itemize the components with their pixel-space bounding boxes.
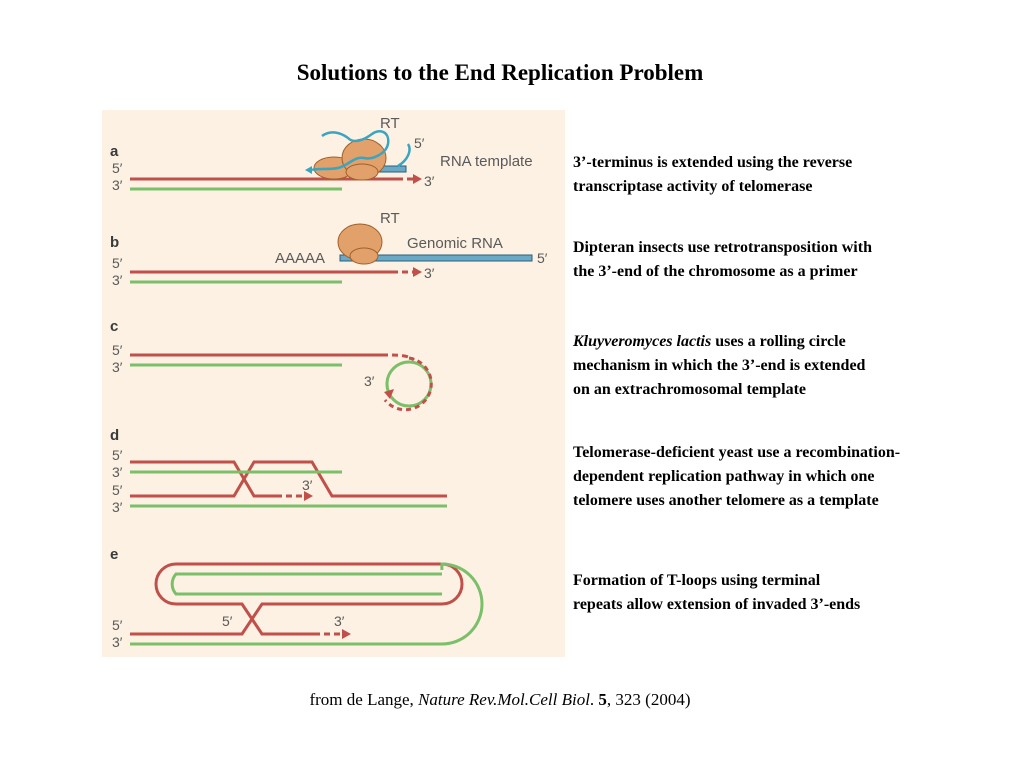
panel-c-arrowhead: [384, 389, 394, 399]
panel-b-genomic-rna-label: Genomic RNA: [407, 235, 503, 252]
panel-b-5prime-label: 5′: [112, 255, 123, 271]
panel-a-rt-label: RT: [380, 115, 400, 132]
citation-prefix: from de Lange,: [309, 690, 419, 709]
panel-b-rt-base: [349, 247, 379, 265]
description-c-line-2: mechanism in which the 3’-end is extende…: [573, 357, 866, 374]
description-e: Formation of T-loops using terminal repe…: [573, 569, 1003, 617]
panel-e-3prime-label: 3′: [112, 634, 123, 650]
panel-a-letter: a: [110, 143, 119, 160]
panel-c-circle-3prime-label: 3′: [364, 373, 375, 389]
panel-e-5prime-label: 5′: [112, 617, 123, 633]
description-b-line-1: Dipteran insects use retrotransposition …: [573, 239, 872, 256]
figure-background: [102, 110, 565, 657]
panel-d-arrowhead: [304, 491, 313, 501]
description-c-line-3: on an extrachromosomal template: [573, 381, 806, 398]
description-c-line-1: Kluyveromyces lactis uses a rolling circ…: [573, 330, 1003, 354]
panel-b-letter: b: [110, 234, 119, 251]
description-d: Telomerase-deficient yeast use a recombi…: [573, 441, 1003, 513]
panel-c-3prime-label: 3′: [112, 359, 123, 375]
panel-a: a 5′ 3′ RT 5′ RNA template 3′: [110, 115, 533, 193]
end-replication-figure: a 5′ 3′ RT 5′ RNA template 3′ b 5′ 3′ RT…: [102, 110, 565, 657]
panel-e-complement-strand: [130, 562, 484, 646]
panel-a-extension-3prime-label: 3′: [424, 173, 435, 189]
panel-c-5prime-label: 5′: [112, 342, 123, 358]
description-b: Dipteran insects use retrotransposition …: [573, 236, 1003, 284]
citation-pages-year: , 323 (2004): [606, 690, 691, 709]
description-a-line-1: 3’-terminus is extended using the revers…: [573, 154, 853, 171]
description-c: Kluyveromyces lactis uses a rolling circ…: [573, 330, 1003, 402]
panel-c-letter: c: [110, 318, 118, 335]
panel-b: b 5′ 3′ RT Genomic RNA AAAAA 5′ 3′: [110, 210, 548, 288]
description-d-line-3: telomere uses another telomere as a temp…: [573, 492, 879, 509]
panel-a-telomerase-base: [345, 163, 379, 181]
panel-c: c 5′ 3′ 3′: [110, 318, 433, 412]
citation-journal: Nature Rev.Mol.Cell Biol: [418, 690, 590, 709]
description-e-line-1: Formation of T-loops using terminal: [573, 572, 821, 589]
panel-d-extension-3prime-label: 3′: [302, 477, 313, 493]
panel-b-extension-3prime-label: 3′: [424, 265, 435, 281]
panel-d-3prime-label-2: 3′: [112, 499, 123, 515]
description-a: 3’-terminus is extended using the revers…: [573, 151, 1003, 199]
panel-a-5prime-label: 5′: [112, 160, 123, 176]
panel-b-rna-5prime-label: 5′: [537, 250, 548, 266]
panel-b-arrowhead: [413, 267, 422, 277]
panel-d: d 5′ 3′ 5′ 3′ 3′: [110, 427, 447, 515]
citation: from de Lange, Nature Rev.Mol.Cell Biol.…: [0, 690, 1000, 710]
panel-b-rt-label: RT: [380, 210, 400, 227]
panel-b-polya-label: AAAAA: [275, 250, 325, 267]
citation-sep: .: [589, 690, 599, 709]
citation-volume: 5: [598, 690, 607, 709]
panel-a-rna-template-label: RNA template: [440, 153, 533, 170]
description-d-line-2: dependent replication pathway in which o…: [573, 468, 875, 485]
panel-a-arrowhead: [413, 174, 422, 184]
panel-d-crossing-strand-2: [130, 460, 447, 498]
panel-a-telomerase-rna: [311, 130, 390, 172]
description-e-line-2: repeats allow extension of invaded 3’-en…: [573, 596, 861, 613]
description-a-line-2: transcriptase activity of telomerase: [573, 178, 813, 195]
panel-a-rna-5prime-label: 5′: [414, 135, 425, 151]
slide-title: Solutions to the End Replication Problem: [296, 60, 704, 85]
panel-e-arrowhead: [342, 629, 351, 639]
panel-d-3prime-label-1: 3′: [112, 464, 123, 480]
panel-d-5prime-label-2: 5′: [112, 482, 123, 498]
description-c-line-1-rest: uses a rolling circle: [711, 333, 846, 350]
panel-b-genomic-rna: [339, 254, 533, 262]
panel-a-rna-arrow: [305, 166, 312, 174]
panel-e-letter: e: [110, 546, 118, 563]
species-name: Kluyveromyces lactis: [573, 333, 712, 350]
panel-e-invaded-5prime-label: 5′: [222, 613, 233, 629]
description-d-line-1: Telomerase-deficient yeast use a recombi…: [573, 444, 901, 461]
panel-a-3prime-label: 3′: [112, 177, 123, 193]
panel-b-3prime-label: 3′: [112, 272, 123, 288]
panel-d-5prime-label-1: 5′: [112, 447, 123, 463]
panel-e: e 5′ 3′ 5′ 3′: [110, 546, 484, 650]
panel-e-invaded-3prime-label: 3′: [334, 613, 345, 629]
panel-a-rna-tail: [397, 143, 411, 168]
panel-d-letter: d: [110, 427, 119, 444]
description-b-line-2: the 3’-end of the chromosome as a primer: [573, 263, 858, 280]
panel-e-t-loop-strand: [130, 562, 464, 636]
